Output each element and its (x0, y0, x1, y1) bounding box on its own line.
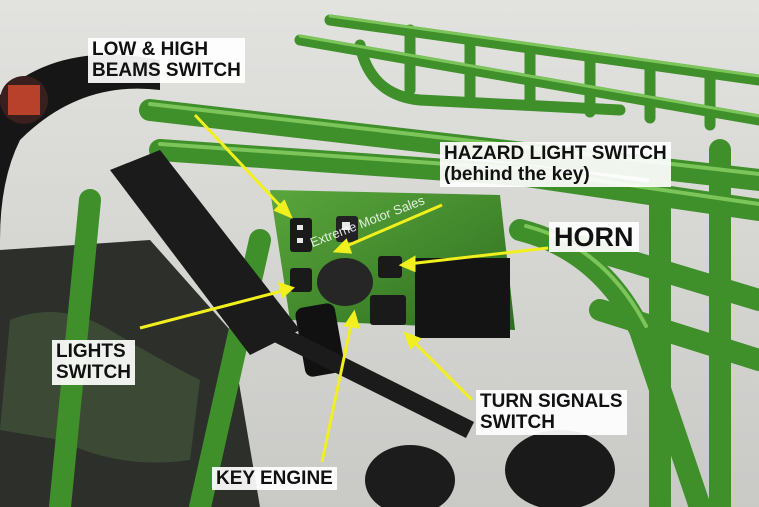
camo-patch (0, 312, 200, 463)
front-wheel (365, 445, 455, 507)
label-low-high-beams-switch: LOW & HIGH BEAMS SWITCH (88, 38, 245, 83)
label-hazard-light-switch: HAZARD LIGHT SWITCH (behind the key) (440, 142, 671, 187)
ignition-barrel (317, 258, 373, 306)
rear-wheel (505, 430, 615, 507)
label-line: BEAMS SWITCH (92, 60, 241, 82)
label-line: TURN SIGNALS (480, 391, 623, 412)
label-lights-switch: LIGHTS SWITCH (52, 340, 135, 385)
label-line: (behind the key) (444, 164, 590, 186)
steering-rod (245, 311, 475, 439)
rack-highlights (298, 14, 759, 118)
label-horn: HORN (549, 222, 639, 253)
label-line: HAZARD LIGHT SWITCH (444, 143, 667, 164)
label-turn-signals-switch: TURN SIGNALS SWITCH (476, 390, 627, 435)
label-key-engine: KEY ENGINE (212, 467, 337, 491)
label-line: SWITCH (56, 362, 131, 384)
turn-switch (370, 295, 406, 325)
callout-arrows (139, 113, 549, 463)
lights-switch (290, 268, 312, 292)
label-line: KEY ENGINE (216, 468, 333, 489)
steering-column (110, 150, 300, 355)
horn-switch (378, 256, 402, 278)
label-line: LOW & HIGH (92, 39, 209, 60)
beams-switch (290, 218, 312, 252)
horn-unit (415, 258, 510, 338)
label-line: HORN (554, 222, 634, 252)
label-line: LIGHTS (56, 341, 126, 362)
rack (294, 14, 759, 131)
label-line: SWITCH (480, 412, 555, 434)
switches (290, 216, 406, 325)
